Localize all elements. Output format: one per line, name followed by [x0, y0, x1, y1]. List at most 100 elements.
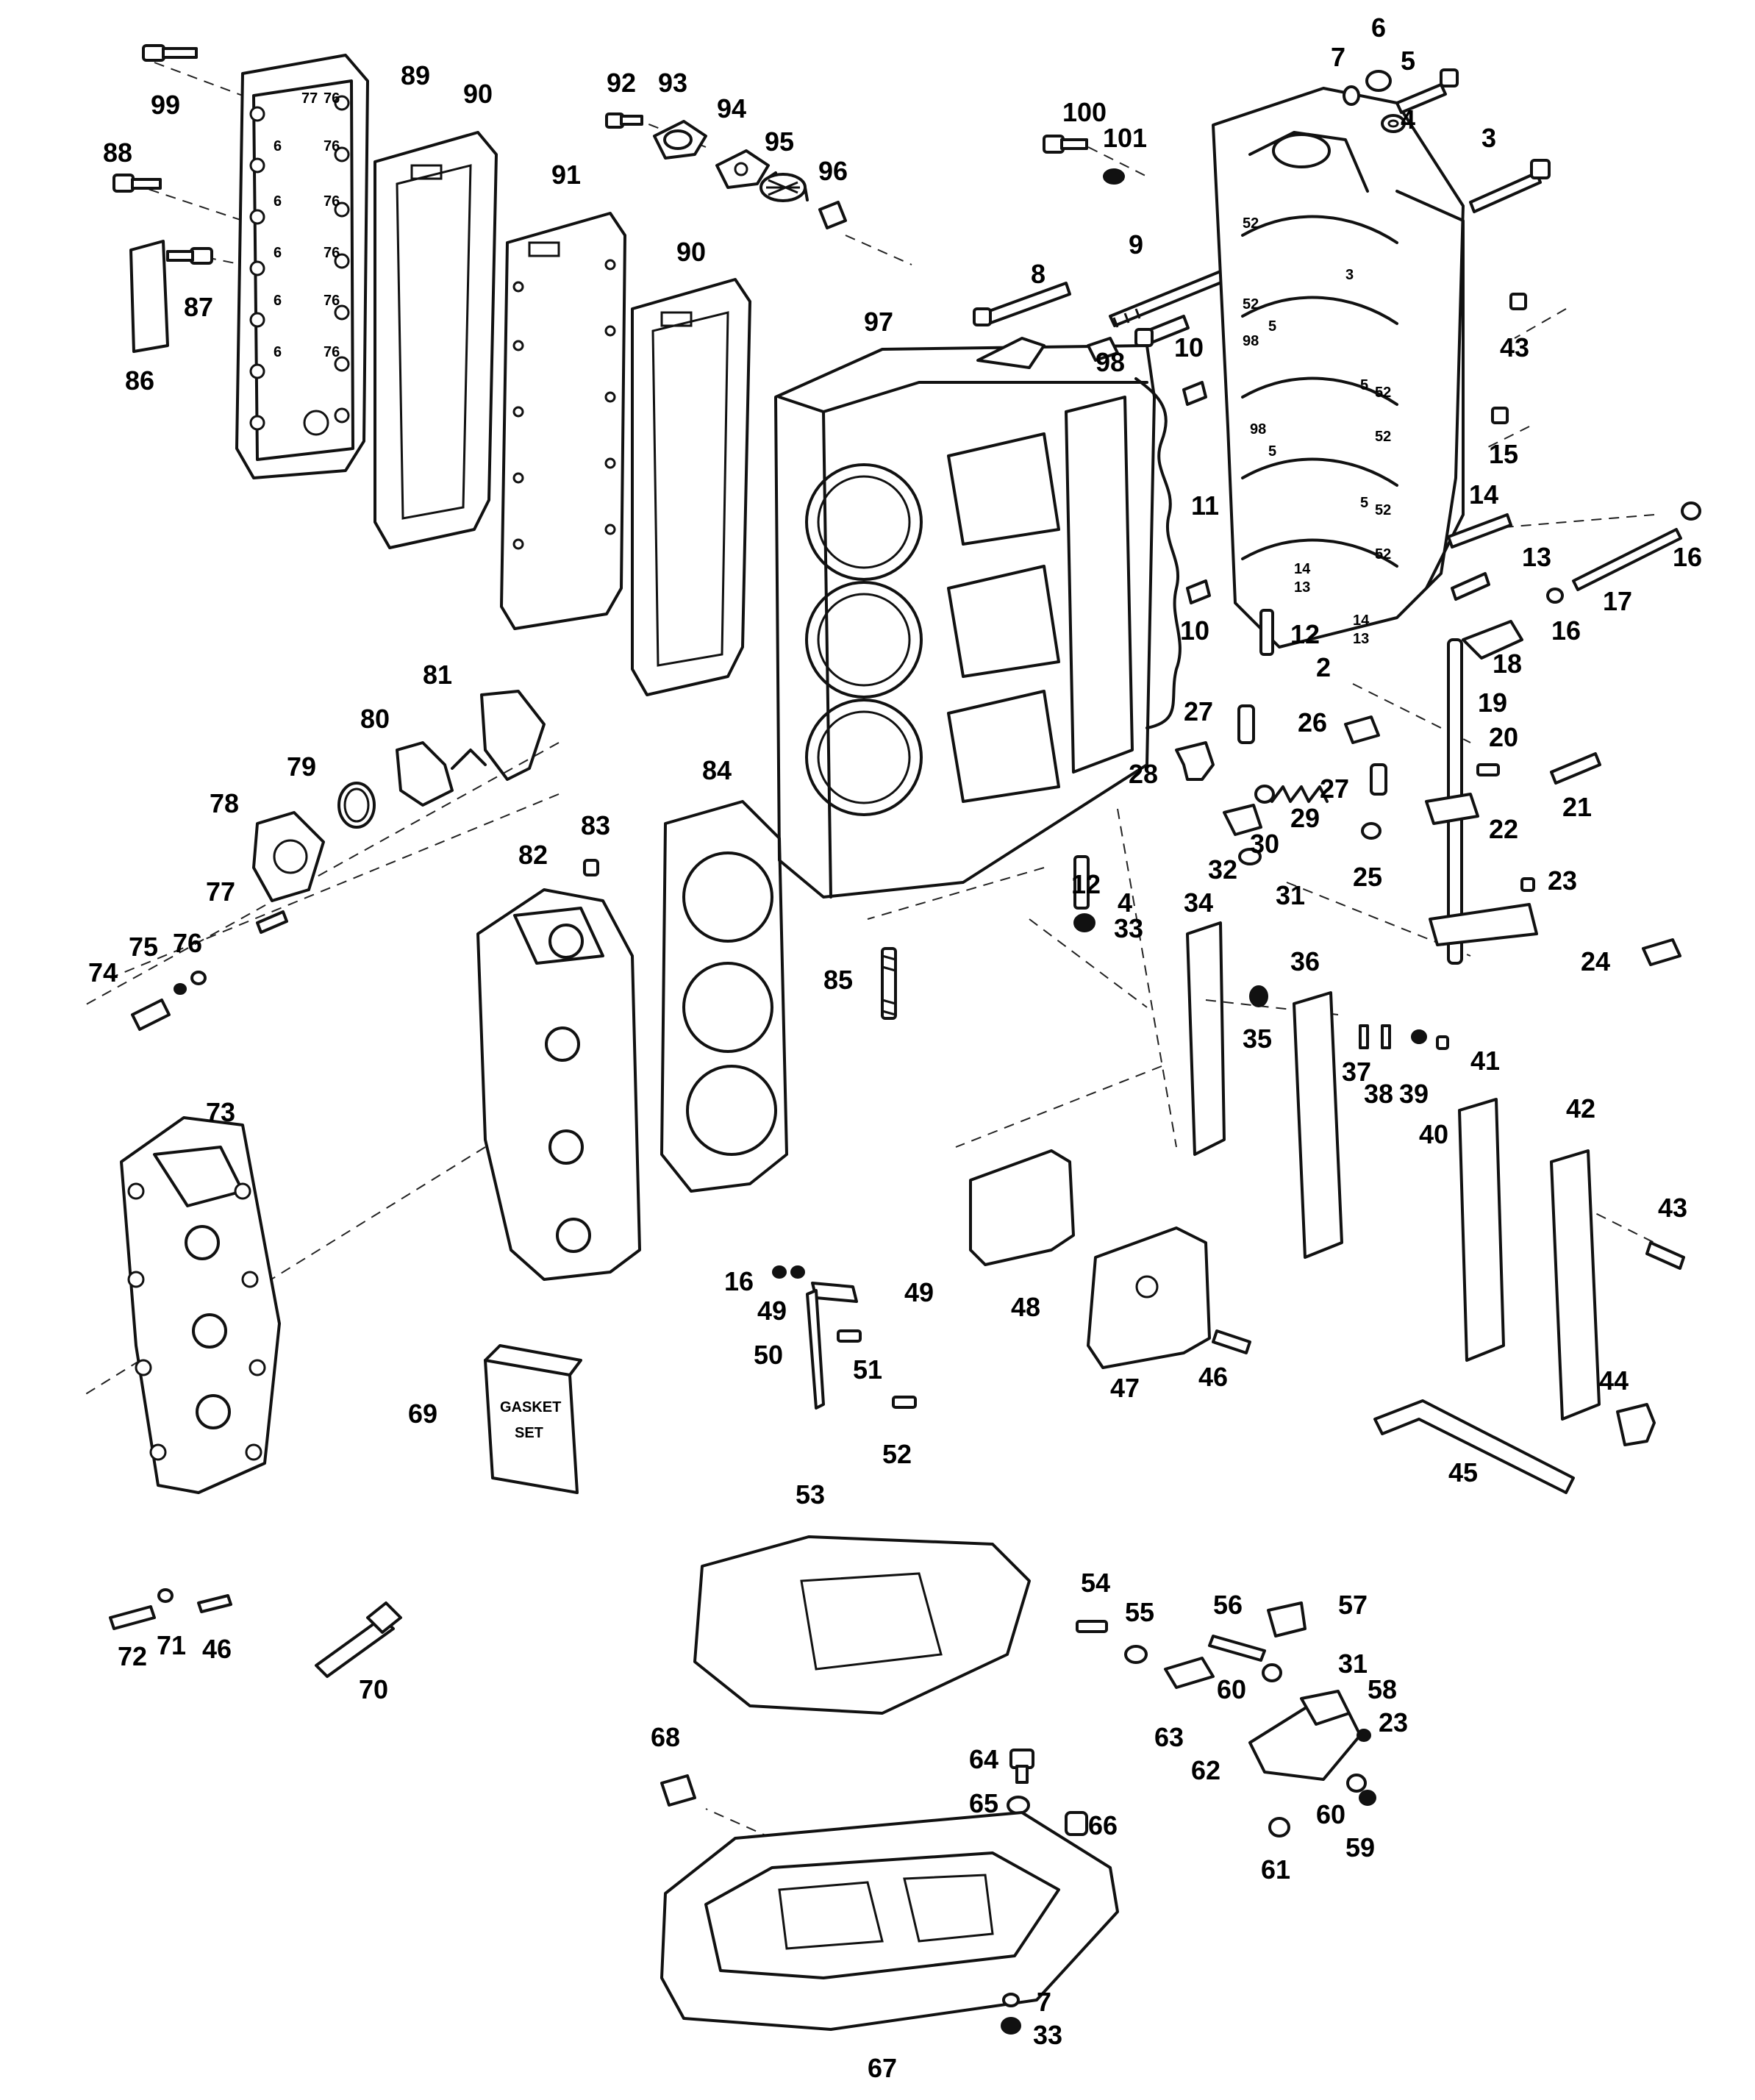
- callout-22: 22: [1489, 814, 1518, 844]
- callout-29: 29: [1290, 803, 1320, 833]
- callout-23-upper: 23: [1548, 865, 1577, 896]
- screw-20: [1476, 763, 1500, 776]
- callout-55: 55: [1125, 1597, 1154, 1627]
- callout-71: 71: [157, 1630, 186, 1660]
- gasket-81: [480, 690, 546, 781]
- callout-33-lower: 33: [1033, 2020, 1062, 2050]
- svg-text:6: 6: [274, 344, 282, 360]
- thermostat-cover-93: [653, 120, 707, 160]
- nut-58: [1357, 1729, 1371, 1742]
- svg-text:5: 5: [1360, 495, 1368, 511]
- svg-text:5: 5: [1360, 377, 1368, 393]
- callout-60-lower: 60: [1316, 1799, 1345, 1829]
- callout-12-lower: 12: [1071, 869, 1101, 899]
- nut-39: [1411, 1029, 1427, 1044]
- callout-56: 56: [1213, 1590, 1243, 1620]
- callout-24: 24: [1581, 946, 1610, 976]
- screw-52: [892, 1396, 917, 1409]
- callout-80: 80: [360, 704, 390, 734]
- key-37: [1359, 1024, 1369, 1049]
- callout-64: 64: [969, 1744, 998, 1774]
- callout-59: 59: [1345, 1832, 1375, 1863]
- bolt-87: [166, 247, 213, 265]
- svg-text:6: 6: [274, 293, 282, 309]
- callout-43-upper: 43: [1500, 332, 1529, 362]
- callout-39: 39: [1399, 1079, 1429, 1109]
- svg-text:76: 76: [324, 90, 340, 107]
- callout-81: 81: [423, 660, 452, 690]
- callout-30: 30: [1250, 829, 1279, 859]
- svg-text:76: 76: [324, 293, 340, 309]
- exhaust-gasket-89: [373, 131, 498, 549]
- callout-43-lower: 43: [1658, 1193, 1687, 1223]
- washer-7-lower: [1002, 1993, 1020, 2007]
- washer-4: [1381, 114, 1406, 133]
- callout-16-mid: 16: [1551, 615, 1581, 646]
- svg-text:52: 52: [1375, 385, 1391, 401]
- callout-60-upper: 60: [1217, 1674, 1246, 1704]
- spring-29: [1270, 785, 1329, 803]
- callout-63: 63: [1154, 1722, 1184, 1752]
- callout-labels: 6 7 5 4 3 100 101 9 8 98 10 97 11 10 12 …: [88, 12, 1702, 2083]
- clip-26: [1344, 715, 1380, 744]
- screw-23: [1520, 877, 1535, 892]
- gasket-34: [1186, 921, 1226, 1156]
- dowel-10-lower: [1186, 579, 1211, 604]
- svg-text:6: 6: [274, 138, 282, 154]
- callout-31-upper: 31: [1276, 880, 1305, 910]
- callout-72: 72: [118, 1641, 147, 1671]
- callout-38: 38: [1364, 1079, 1393, 1109]
- callout-47: 47: [1110, 1373, 1140, 1403]
- bolt-64: [1009, 1749, 1034, 1784]
- thermostat-spring-95: [759, 171, 809, 202]
- callout-4-mid: 4: [1118, 888, 1132, 918]
- callout-3: 3: [1481, 123, 1496, 153]
- callout-49-right: 49: [904, 1277, 934, 1307]
- callout-69: 69: [408, 1399, 437, 1429]
- fitting-68: [660, 1774, 696, 1807]
- callout-18: 18: [1493, 649, 1522, 679]
- nut-59: [1359, 1790, 1376, 1806]
- gasket-48: [969, 1149, 1075, 1266]
- callout-79: 79: [287, 751, 316, 782]
- svg-text:5: 5: [1268, 443, 1276, 460]
- callout-4-top: 4: [1401, 104, 1415, 135]
- screw-21: [1550, 752, 1601, 785]
- svg-text:52: 52: [1375, 429, 1391, 445]
- callout-91: 91: [551, 160, 581, 190]
- bolt-13: [1451, 572, 1490, 601]
- shift-lever-62: [1248, 1690, 1362, 1781]
- callout-58: 58: [1368, 1674, 1397, 1704]
- callout-34: 34: [1184, 888, 1213, 918]
- callout-10-upper: 10: [1174, 332, 1204, 362]
- svg-text:76: 76: [324, 245, 340, 261]
- gasket-53: [693, 1535, 1031, 1715]
- callout-49-left: 49: [757, 1296, 787, 1326]
- callout-20: 20: [1489, 722, 1518, 752]
- arm-22: [1425, 793, 1479, 825]
- callout-62: 62: [1191, 1755, 1220, 1785]
- bracket-57: [1267, 1601, 1307, 1638]
- cylinder-block-97: [774, 337, 1156, 899]
- link-50: [806, 1282, 858, 1410]
- bolt-98: [1134, 315, 1190, 347]
- svg-text:13: 13: [1294, 579, 1310, 596]
- adapter-plate-67: [660, 1811, 1119, 2031]
- svg-text:5: 5: [1268, 318, 1276, 335]
- callout-12-upper: 12: [1290, 619, 1320, 649]
- callout-94: 94: [717, 93, 746, 124]
- decal-86: [129, 240, 169, 353]
- nut-61: [1268, 1817, 1290, 1838]
- svg-text:98: 98: [1243, 333, 1259, 349]
- callout-42: 42: [1566, 1093, 1595, 1124]
- callout-85: 85: [823, 965, 853, 995]
- nut-55: [1124, 1645, 1148, 1664]
- callout-57: 57: [1338, 1590, 1368, 1620]
- svg-text:98: 98: [1250, 421, 1266, 438]
- bolt-88: [112, 174, 162, 193]
- bolt-72: [109, 1605, 156, 1630]
- callout-28: 28: [1129, 759, 1158, 789]
- clip-63: [1164, 1657, 1215, 1689]
